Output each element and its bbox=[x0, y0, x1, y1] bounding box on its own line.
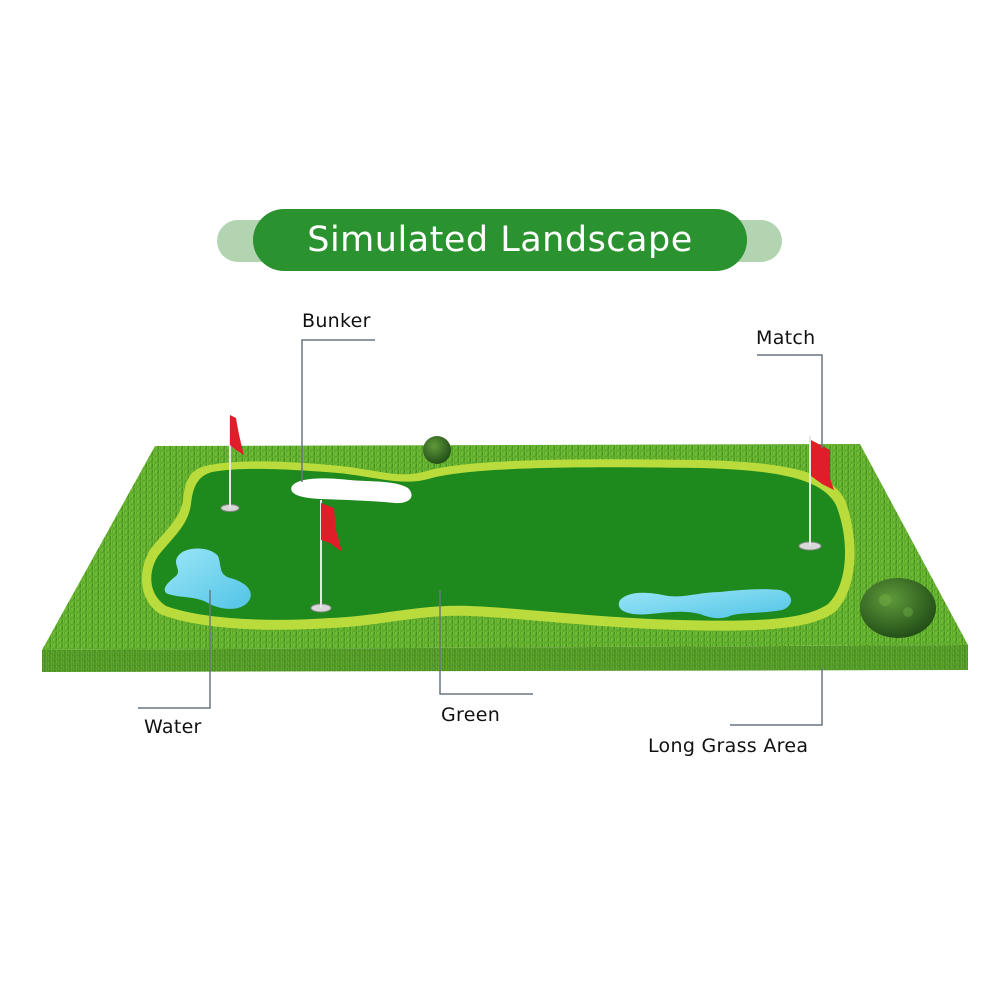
match-label: Match bbox=[756, 327, 816, 349]
title-banner: Simulated Landscape bbox=[253, 209, 747, 271]
water-leader bbox=[138, 590, 211, 709]
leader-lines bbox=[138, 339, 823, 726]
bush-back bbox=[423, 436, 451, 464]
bunker-shape bbox=[291, 478, 412, 504]
long-grass-leader bbox=[730, 668, 823, 726]
green-label: Green bbox=[441, 704, 501, 726]
flag-hole-2 bbox=[310, 500, 342, 613]
water-hazard-right bbox=[618, 589, 792, 619]
water-label: Water bbox=[144, 716, 202, 738]
flag-hole-3 bbox=[798, 436, 834, 551]
bush-front bbox=[860, 578, 936, 638]
title-text: Simulated Landscape bbox=[307, 220, 693, 260]
green-leader bbox=[439, 590, 533, 695]
match-leader bbox=[757, 354, 823, 448]
flag-hole-1 bbox=[220, 415, 244, 512]
water-hazard-left bbox=[164, 548, 251, 609]
bunker-label: Bunker bbox=[302, 310, 371, 332]
bunker-leader bbox=[301, 339, 375, 482]
long-grass-label: Long Grass Area bbox=[648, 735, 809, 757]
